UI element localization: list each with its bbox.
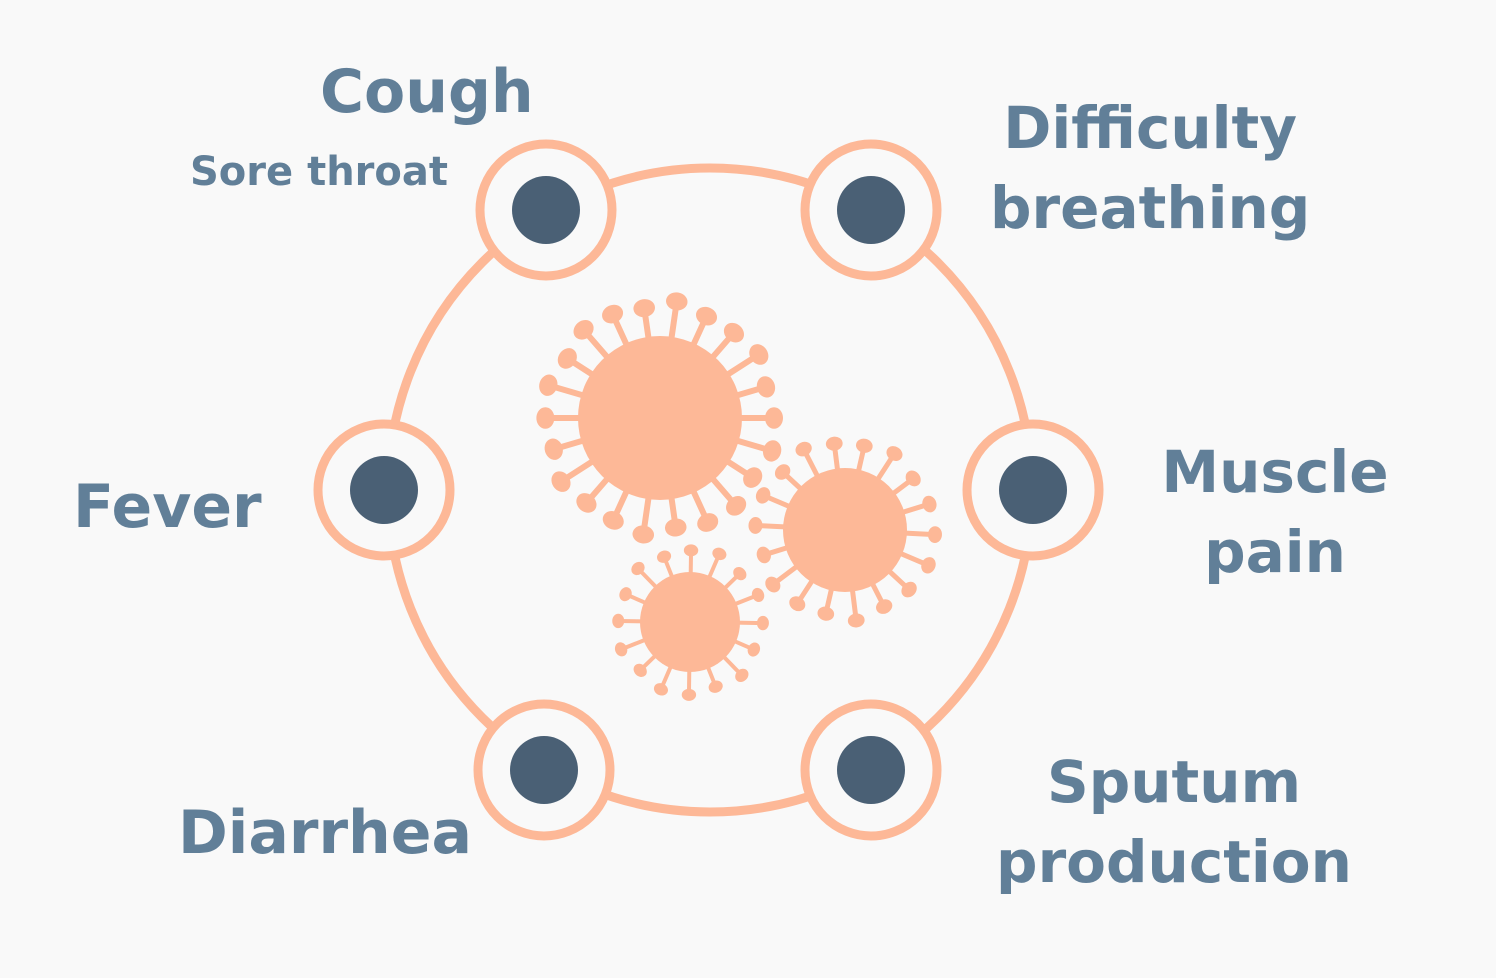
label-line: Difficulty: [1003, 94, 1298, 162]
node-dot: [350, 456, 418, 524]
virus-icon: [612, 544, 769, 701]
label-line: production: [996, 828, 1352, 896]
node-dot: [837, 736, 905, 804]
node-dot: [510, 736, 578, 804]
node-cough: [475, 139, 617, 281]
node-diarrhea: [473, 699, 615, 841]
node-muscle-pain: [962, 419, 1104, 561]
node-dot: [999, 456, 1067, 524]
virus-icon: [536, 292, 783, 544]
virus-cluster: [536, 292, 942, 701]
label-muscle-pain: Muscle pain: [1140, 432, 1410, 592]
label-line: Sputum: [1046, 748, 1302, 816]
node-dot: [512, 176, 580, 244]
virus-icon: [748, 436, 942, 628]
label-line: Muscle: [1161, 438, 1389, 506]
node-sputum-production: [800, 699, 942, 841]
label-fever: Fever: [73, 472, 262, 542]
label-difficulty-breathing: Difficulty breathing: [990, 88, 1310, 248]
label-sputum-production: Sputum production: [988, 742, 1360, 902]
node-fever: [313, 419, 455, 561]
label-sore-throat: Sore throat: [190, 149, 448, 195]
node-dot: [837, 176, 905, 244]
label-cough: Cough: [320, 57, 534, 127]
node-difficulty-breathing: [800, 139, 942, 281]
label-line: breathing: [990, 174, 1311, 242]
label-diarrhea: Diarrhea: [178, 798, 472, 868]
label-line: pain: [1204, 518, 1346, 586]
ring: [383, 163, 1037, 817]
